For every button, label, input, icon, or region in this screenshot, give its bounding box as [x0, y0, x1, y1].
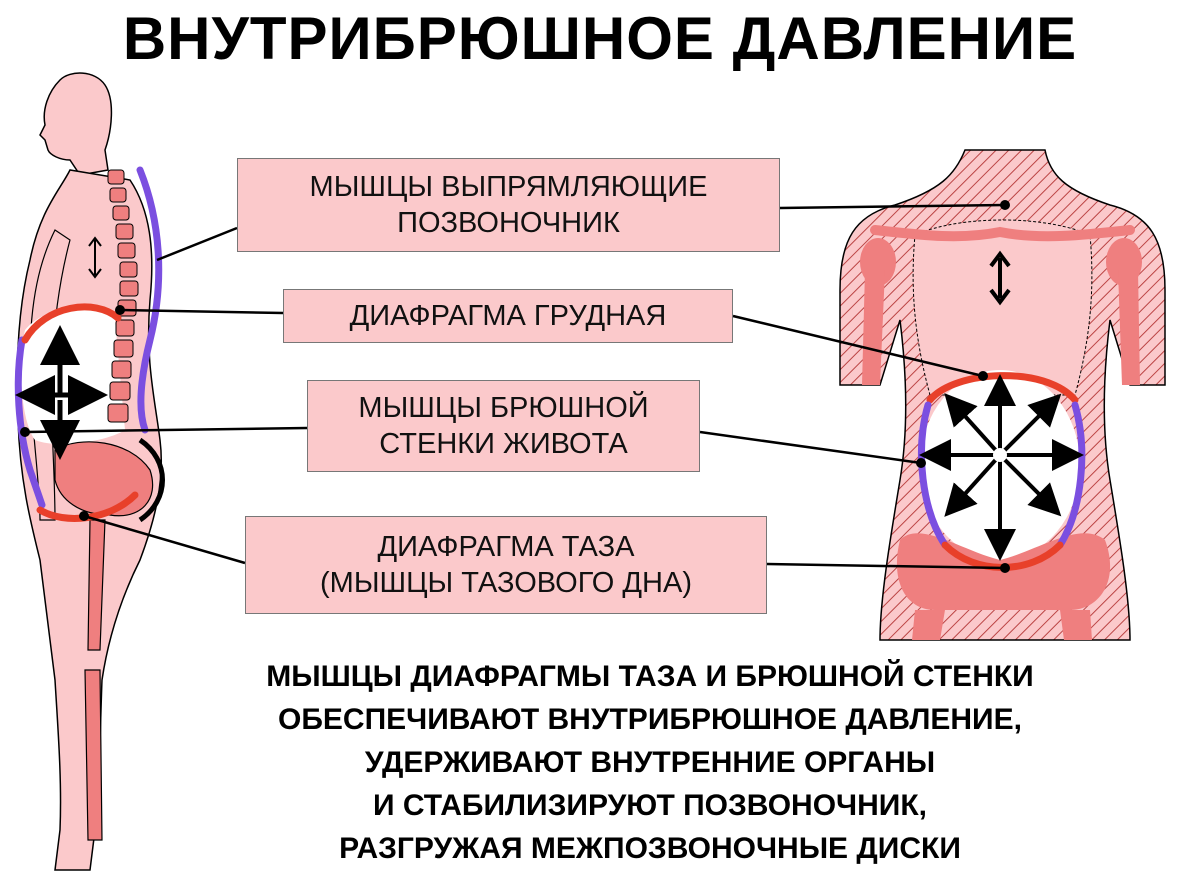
- label-pelvic-diaphragm-line-1: ДИАФРАГМА ТАЗА: [377, 530, 635, 563]
- label-abdominal-wall: МЫШЦЫ БРЮШНОЙ СТЕНКИ ЖИВОТА: [307, 380, 700, 472]
- side-body-figure: [14, 72, 165, 871]
- label-thoracic-diaphragm: ДИАФРАГМА ГРУДНАЯ: [283, 289, 733, 343]
- explanation-line-4: И СТАБИЛИЗИРУЮТ ПОЗВОНОЧНИК,: [372, 789, 928, 822]
- label-erector-line-2: ПОЗВОНОЧНИК: [397, 207, 620, 239]
- label-erector-line-1: МЫШЦЫ ВЫПРЯМЛЯЮЩИЕ: [309, 170, 708, 203]
- explanation-line-3: УДЕРЖИВАЮТ ВНУТРЕННИЕ ОРГАНЫ: [364, 746, 936, 779]
- label-abdominal-wall-line-2: СТЕНКИ ЖИВОТА: [379, 428, 628, 460]
- label-abdominal-wall-line-1: МЫШЦЫ БРЮШНОЙ: [358, 391, 649, 424]
- leader-dots: [20, 200, 1010, 573]
- explanation-line-5: РАЗГРУЖАЯ МЕЖПОЗВОНОЧНЫЕ ДИСКИ: [339, 832, 961, 865]
- explanation-line-1: МЫШЦЫ ДИАФРАГМЫ ТАЗА И БРЮШНОЙ СТЕНКИ: [266, 660, 1034, 693]
- leader-lines: [24, 203, 1006, 570]
- label-pelvic-diaphragm: ДИАФРАГМА ТАЗА (МЫШЦЫ ТАЗОВОГО ДНА): [245, 516, 767, 614]
- page-title: ВНУТРИБРЮШНОЕ ДАВЛЕНИЕ: [122, 5, 1078, 72]
- label-pelvic-diaphragm-line-2: (МЫШЦЫ ТАЗОВОГО ДНА): [320, 567, 692, 599]
- explanation-text: МЫШЦЫ ДИАФРАГМЫ ТАЗА И БРЮШНОЙ СТЕНКИ ОБ…: [150, 655, 1150, 870]
- explanation-line-2: ОБЕСПЕЧИВАЮТ ВНУТРИБРЮШНОЕ ДАВЛЕНИЕ,: [278, 703, 1022, 736]
- front-torso-figure: [839, 149, 1166, 641]
- label-thoracic-diaphragm-text: ДИАФРАГМА ГРУДНАЯ: [349, 299, 667, 332]
- label-erector-muscles: МЫШЦЫ ВЫПРЯМЛЯЮЩИЕ ПОЗВОНОЧНИК: [237, 158, 780, 252]
